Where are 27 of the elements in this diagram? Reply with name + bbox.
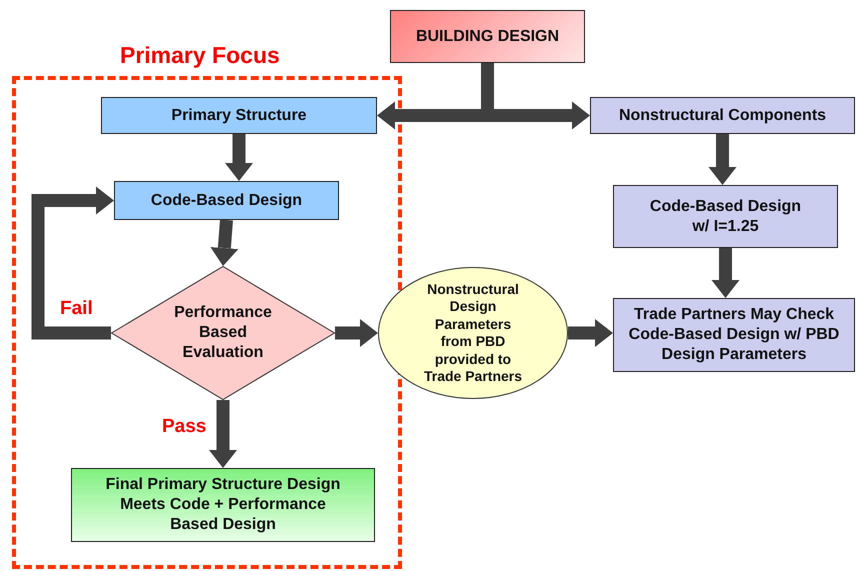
- node-text: BUILDING DESIGN: [416, 26, 560, 46]
- node-text: Code-Based Design: [150, 190, 302, 210]
- ellipse-node: [378, 267, 568, 399]
- arrow: [209, 400, 237, 468]
- arrow: [568, 319, 613, 347]
- process-box: [590, 97, 855, 134]
- process-box: [390, 10, 585, 63]
- node-text: Final Primary Structure Design Meets Code + Performance Based Design: [104, 475, 342, 535]
- node-text: Trade Partners May Check Code-Based Design w/ PBD Design Parameters: [628, 305, 840, 365]
- node-text: Code-Based Design w/ I=1.25: [648, 196, 802, 236]
- arrow: [335, 319, 378, 347]
- node-text: Primary Structure: [171, 106, 307, 126]
- group-heading: Primary Focus: [120, 42, 280, 69]
- arrow: [210, 220, 238, 266]
- process-box: [101, 97, 377, 134]
- process-box: [613, 298, 855, 372]
- node-text: Nonstructural Design Parameters from PBD provided to Trade Partners: [422, 280, 524, 386]
- decision-diamond: [111, 266, 335, 400]
- node-text: Performance Based Evaluation: [173, 303, 273, 363]
- process-box: [613, 185, 838, 248]
- arrow: [708, 134, 736, 185]
- arrow: [225, 134, 253, 181]
- process-box: [71, 468, 375, 542]
- process-box: [114, 181, 339, 220]
- node-text: Nonstructural Components: [618, 106, 826, 126]
- arrow: [712, 248, 740, 298]
- arrow: [32, 186, 114, 340]
